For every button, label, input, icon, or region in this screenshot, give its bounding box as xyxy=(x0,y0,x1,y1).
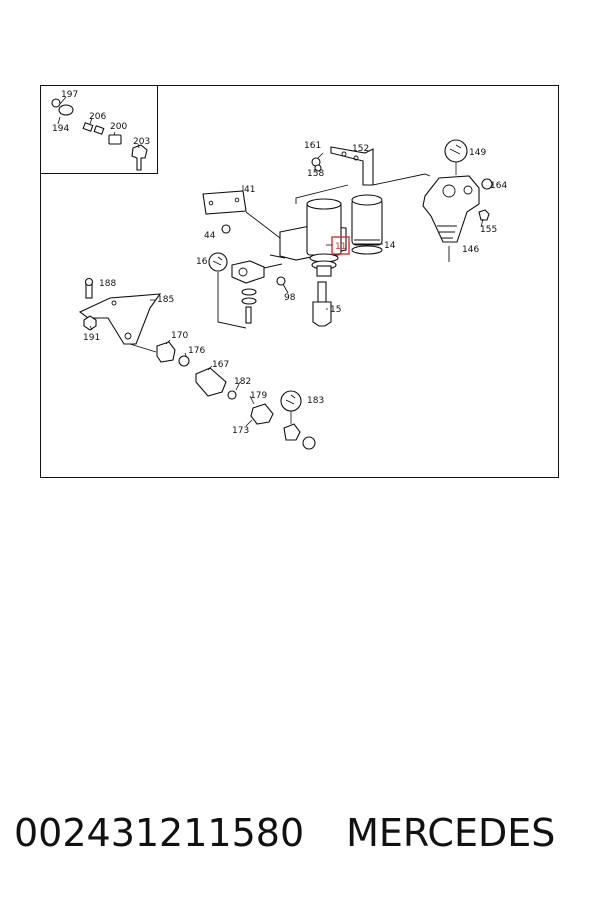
callout-158: 158 xyxy=(307,169,324,179)
brand-name: MERCEDES xyxy=(346,811,556,855)
plate-41 xyxy=(202,185,297,247)
bracket-152 xyxy=(295,146,431,204)
inset-frame xyxy=(40,85,158,174)
callout-176: 176 xyxy=(188,346,205,356)
callout-200: 200 xyxy=(110,122,127,132)
callout-170: 170 xyxy=(171,331,188,341)
highlight-box-11 xyxy=(331,236,350,255)
callout-183: 183 xyxy=(307,396,324,406)
callout-146: 146 xyxy=(462,245,479,255)
solenoid-16 xyxy=(208,252,286,329)
callout-155: 155 xyxy=(480,225,497,235)
callout-185: 185 xyxy=(157,295,174,305)
bracket-185 xyxy=(78,277,162,345)
callout-164: 164 xyxy=(490,181,507,191)
callout-197: 197 xyxy=(61,90,78,100)
callout-161: 161 xyxy=(304,141,321,151)
callout-41: 41 xyxy=(244,185,255,195)
callout-203: 203 xyxy=(133,137,150,147)
callout-188: 188 xyxy=(99,279,116,289)
filter-assembly xyxy=(279,194,383,277)
part-caption: 002431211580 MERCEDES xyxy=(14,806,594,860)
callout-44: 44 xyxy=(204,231,216,241)
callout-11: 11 xyxy=(335,242,346,252)
part-15 xyxy=(312,281,332,327)
callout-167: 167 xyxy=(212,360,229,370)
callout-179: 179 xyxy=(250,391,267,401)
callout-191: 191 xyxy=(83,333,100,343)
callout-182: 182 xyxy=(234,377,251,387)
exploded-parts-diagram: 197 194 206 200 203 161 152 158 149 164 … xyxy=(40,85,559,478)
callout-206: 206 xyxy=(89,112,106,122)
label-leaders xyxy=(89,152,383,427)
valve-146 xyxy=(422,139,493,262)
callout-194: 194 xyxy=(52,124,69,134)
callout-173: 173 xyxy=(232,426,249,436)
diagram-frame xyxy=(40,85,559,478)
callout-152: 152 xyxy=(352,144,369,154)
callout-15: 15 xyxy=(330,305,341,315)
callout-98: 98 xyxy=(284,293,296,303)
inset-parts xyxy=(51,96,148,171)
screw-98 xyxy=(276,276,289,294)
callout-labels: 197 194 206 200 203 161 152 158 149 164 … xyxy=(52,90,507,436)
callout-149: 149 xyxy=(469,148,486,158)
callout-14: 14 xyxy=(384,241,396,251)
part-number: 002431211580 xyxy=(14,811,305,855)
callout-16: 16 xyxy=(196,257,208,267)
fitting-chain xyxy=(129,341,316,450)
